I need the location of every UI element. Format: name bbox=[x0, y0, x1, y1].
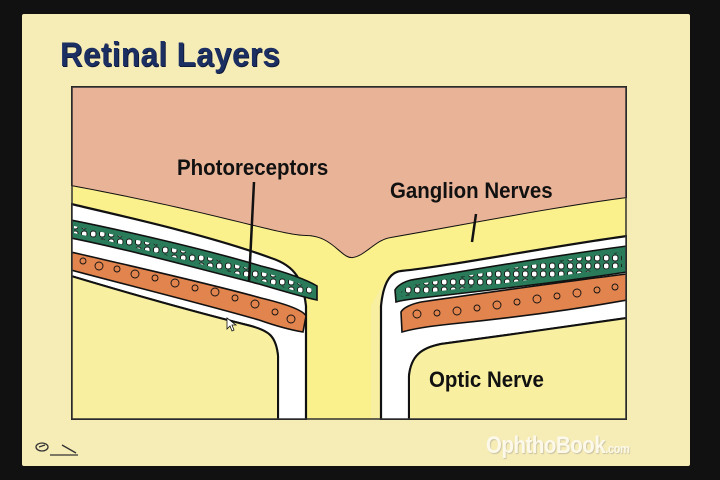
right-lower-tissue bbox=[408, 316, 627, 420]
brand-suffix: .com bbox=[605, 441, 630, 456]
diagram-frame bbox=[71, 86, 627, 420]
brand-name: OphthoBook bbox=[486, 432, 606, 459]
optic-nerve-channel bbox=[305, 306, 382, 420]
right-ganglion-cells bbox=[401, 252, 622, 297]
pen-note-icon[interactable] bbox=[32, 437, 82, 461]
photoreceptors-leader bbox=[247, 181, 256, 283]
vitreous-band bbox=[71, 186, 627, 420]
cursor-arrow-icon bbox=[226, 317, 238, 332]
optic-nerve-label: Optic Nerve bbox=[429, 367, 544, 392]
left-lower-tissue bbox=[71, 274, 279, 420]
left-photoreceptor-layer bbox=[71, 251, 307, 333]
brand-watermark: OphthoBook.com bbox=[486, 432, 630, 460]
left-ganglion-cells bbox=[74, 226, 312, 295]
photoreceptors-label: Photoreceptors bbox=[177, 155, 329, 180]
ganglion-leader bbox=[470, 213, 478, 243]
retina-diagram bbox=[71, 86, 627, 420]
photoreceptor-bubbles bbox=[79, 257, 619, 324]
ganglion-nerves-label: Ganglion Nerves bbox=[390, 178, 553, 203]
slide-title: Retinal Layers bbox=[60, 36, 281, 74]
